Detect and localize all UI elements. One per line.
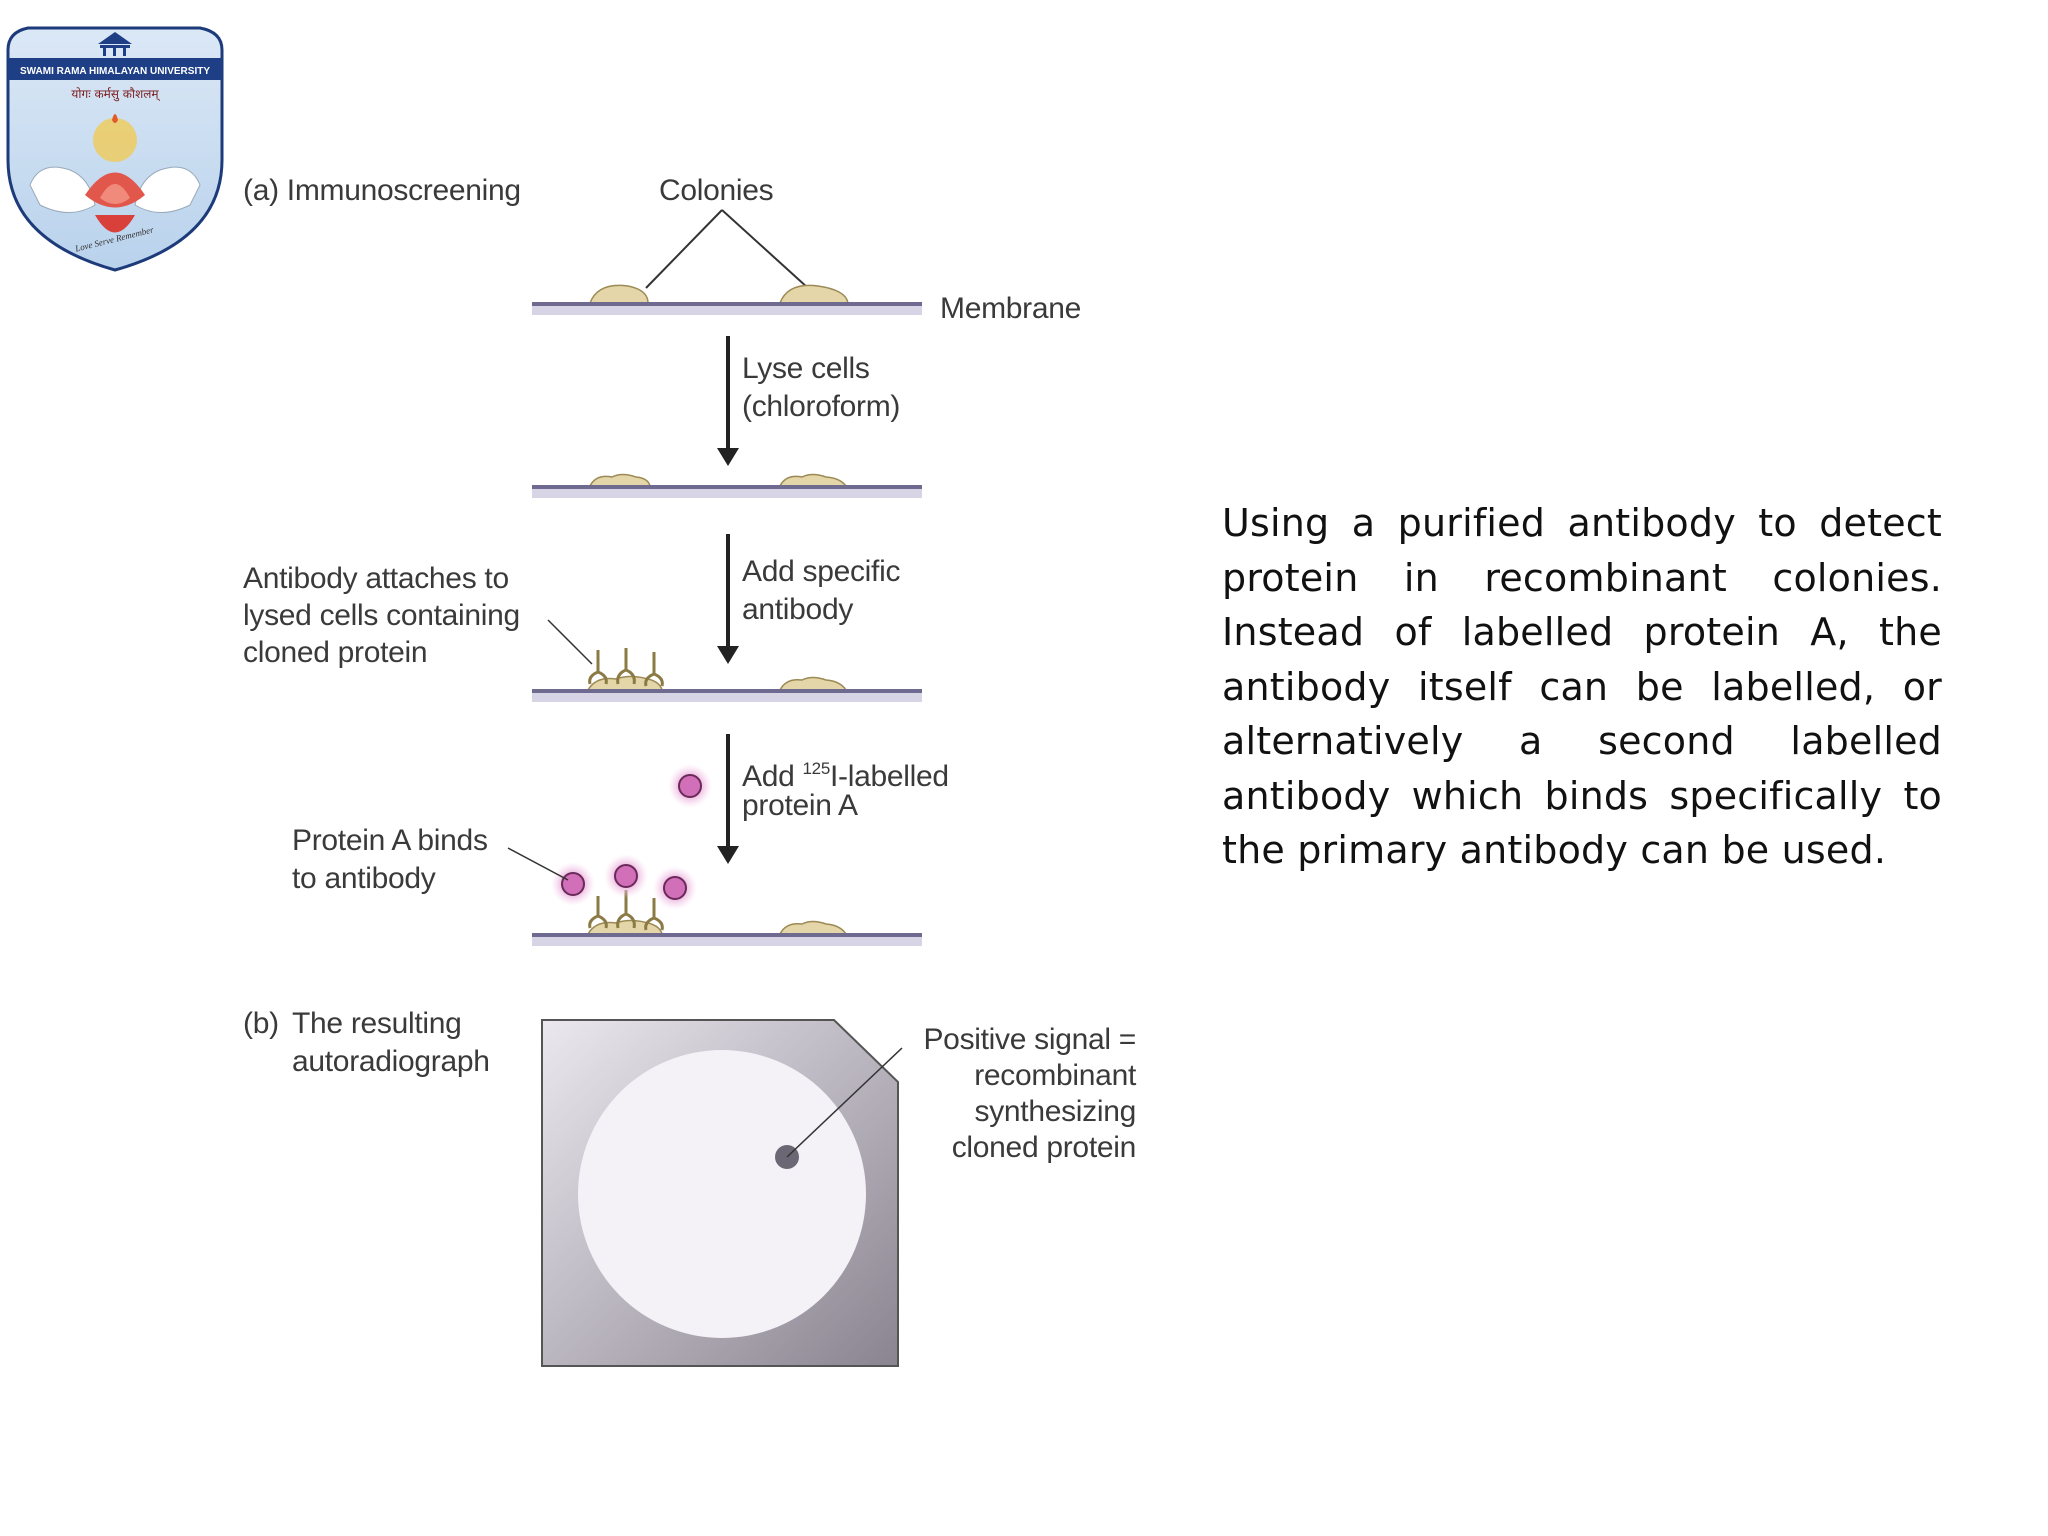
arrow-step-1 xyxy=(717,336,739,466)
membrane-step-4 xyxy=(507,847,922,946)
immunoscreening-diagram xyxy=(507,209,922,1367)
slide-caption: Using a purified antibody to detect prot… xyxy=(1222,501,1942,872)
membrane-step-1 xyxy=(532,284,922,315)
temple-icon xyxy=(98,32,132,56)
signal-note-line3: synthesizing xyxy=(974,1095,1137,1128)
step3-line2: protein A xyxy=(742,789,858,822)
lysed-colony-bound xyxy=(586,919,663,935)
membrane-step-2 xyxy=(532,473,922,498)
colony-pointer-right xyxy=(721,209,809,289)
antibody-icons xyxy=(588,648,664,687)
logo-university-name: SWAMI RAMA HIMALAYAN UNIVERSITY xyxy=(20,66,210,77)
protein-a-note-line1: Protein A binds xyxy=(292,824,488,857)
swans-lotus-icon xyxy=(29,114,201,233)
panel-b-title-line2: autoradiograph xyxy=(292,1045,490,1078)
colonies-label: Colonies xyxy=(659,174,774,207)
signal-note-line4: cloned protein xyxy=(951,1131,1137,1164)
step1-line2: (chloroform) xyxy=(742,390,901,423)
colony-1 xyxy=(588,284,649,304)
membrane-step-3 xyxy=(532,619,922,702)
colony-pointer-left xyxy=(645,209,723,289)
lysed-colony-2 xyxy=(778,473,848,487)
lysed-colony-3 xyxy=(778,676,848,691)
panel-b-prefix: (b) xyxy=(243,1007,279,1040)
protein-a-free-icon xyxy=(668,764,712,808)
protein-a-bound-icons xyxy=(551,854,697,910)
logo-motto: योगः कर्मसु कौशलम् xyxy=(71,87,160,102)
panel-a-title: (a) Immunoscreening xyxy=(243,174,521,207)
panel-b-title-line1: The resulting xyxy=(292,1007,462,1040)
lysed-colony-antibody xyxy=(586,675,663,691)
step2-line2: antibody xyxy=(742,593,854,626)
protein-a-note-line2: to antibody xyxy=(292,862,436,895)
step3-isotope: 125 xyxy=(802,759,831,778)
antibody-pointer xyxy=(547,619,593,665)
signal-pointer xyxy=(786,1047,903,1158)
colony-2 xyxy=(778,284,849,304)
filter-disc xyxy=(578,1050,866,1338)
step3-rest-text: I-labelled xyxy=(829,760,949,793)
autoradiograph-film xyxy=(541,1019,903,1367)
antibody-note-line3: cloned protein xyxy=(243,636,428,669)
step3-add-text: Add xyxy=(742,760,803,793)
antibody-note-line2: lysed cells containing xyxy=(243,599,520,632)
lysed-colony-1 xyxy=(588,473,651,487)
protein-a-pointer xyxy=(507,847,569,881)
antibody-note-line1: Antibody attaches to xyxy=(243,562,509,595)
arrow-step-3 xyxy=(717,734,739,864)
university-logo: SWAMI RAMA HIMALAYAN UNIVERSITY योगः कर्… xyxy=(6,26,224,272)
signal-note-line2: recombinant xyxy=(974,1059,1136,1092)
step3-line1: Add 125I-labelled xyxy=(742,750,949,795)
lysed-colony-4 xyxy=(778,920,848,935)
step2-line1: Add specific xyxy=(742,555,901,588)
arrow-step-2 xyxy=(717,534,739,664)
membrane-label: Membrane xyxy=(940,292,1081,325)
signal-note-line1: Positive signal = xyxy=(923,1023,1136,1056)
step1-line1: Lyse cells xyxy=(742,352,870,385)
